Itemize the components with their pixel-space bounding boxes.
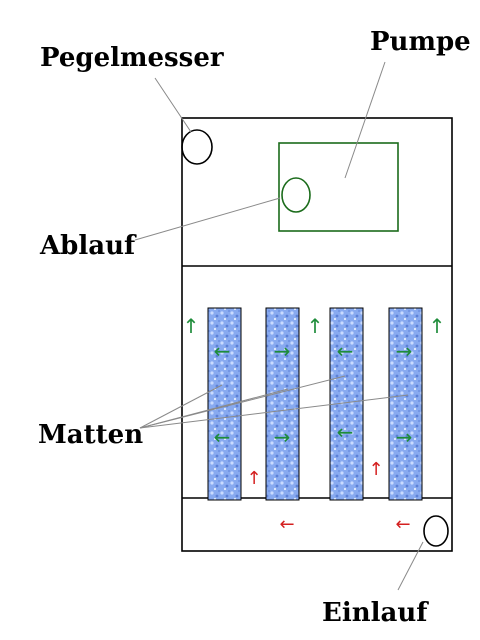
leader-line-ablauf — [134, 197, 281, 241]
flow-arrow-left-icon: ← — [214, 425, 231, 449]
flow-arrow-up-icon: ↑ — [307, 314, 324, 338]
label-ablauf: Ablauf — [39, 231, 137, 261]
mat — [265, 307, 300, 501]
tank-outline — [181, 117, 453, 552]
flow-arrow-up-icon: ↑ — [429, 314, 446, 338]
level-gauge-circle — [181, 129, 213, 165]
inflow-arrow-up-icon: ↑ — [368, 459, 383, 480]
flow-arrow-left-icon: ← — [337, 339, 354, 363]
leader-line-matten — [139, 384, 223, 429]
mat — [388, 307, 423, 501]
flow-arrow-right-icon: → — [396, 339, 413, 363]
inflow-arrow-up-icon: ↑ — [246, 468, 261, 489]
flow-arrow-left-icon: ← — [214, 339, 231, 363]
leader-line-matten — [139, 375, 346, 429]
leader-line-einlauf — [397, 541, 424, 591]
label-matten: Matten — [38, 420, 143, 450]
leader-line-pumpe — [344, 61, 386, 179]
label-einlauf: Einlauf — [322, 598, 429, 628]
label-pumpe: Pumpe — [370, 27, 471, 57]
pump-box — [278, 142, 399, 232]
leader-line-pegelmesser — [154, 77, 192, 133]
leader-line-matten — [139, 394, 409, 429]
flow-arrow-up-icon: ↑ — [183, 314, 200, 338]
inlet-circle — [423, 515, 449, 547]
flow-arrow-left-icon: ← — [337, 420, 354, 444]
inflow-arrow-left-icon: ← — [395, 514, 410, 535]
flow-arrow-right-icon: → — [274, 425, 291, 449]
flow-arrow-right-icon: → — [396, 425, 413, 449]
inflow-arrow-left-icon: ← — [279, 514, 294, 535]
label-pegelmesser: Pegelmesser — [40, 43, 224, 73]
flow-arrow-right-icon: → — [274, 339, 291, 363]
drain-circle — [281, 177, 311, 213]
